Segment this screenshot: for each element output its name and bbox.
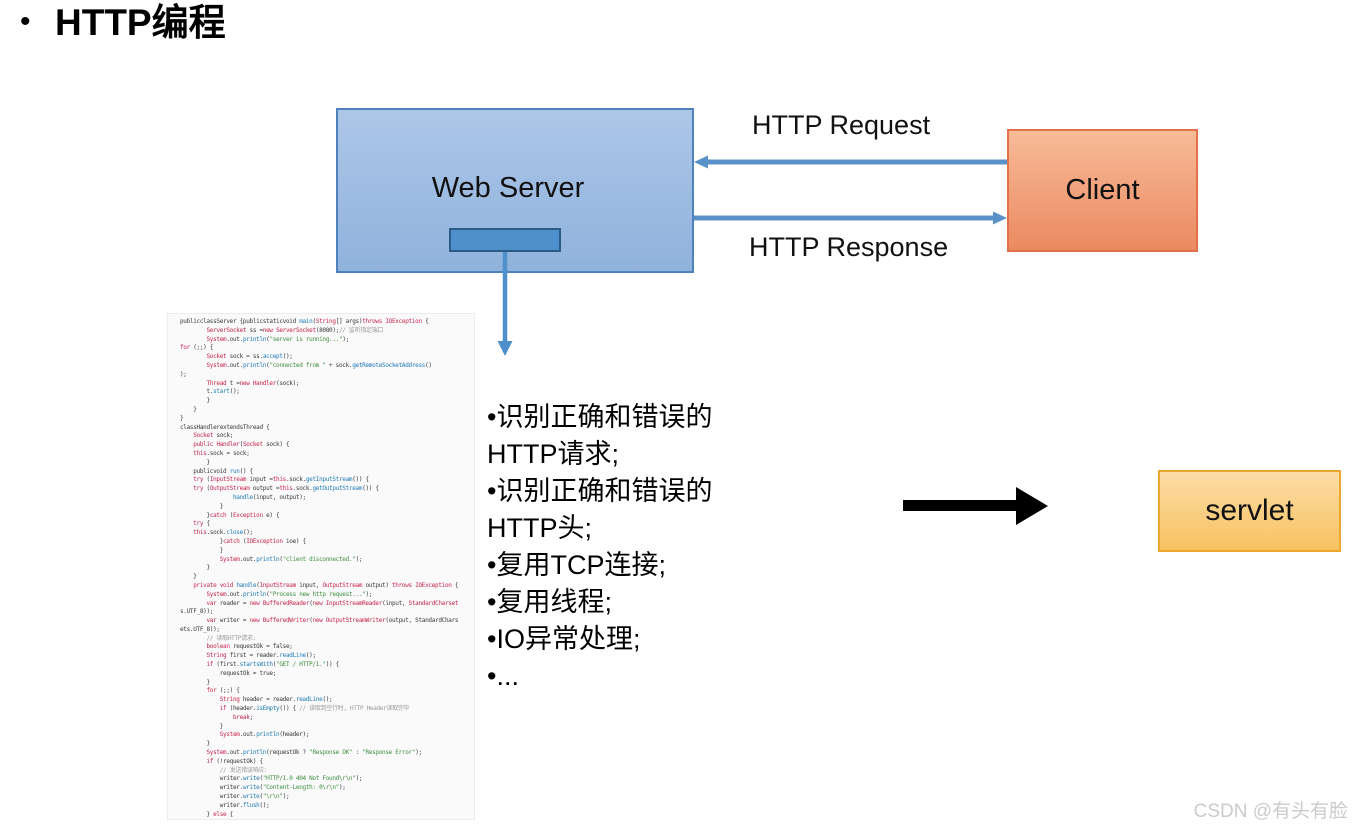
list-item-text: 复用TCP连接;: [496, 550, 666, 580]
code-snippet: publicclassServer {publicstaticvoid main…: [167, 313, 475, 820]
list-item-text: 复用线程;: [496, 587, 612, 617]
requirements-list: •识别正确和错误的HTTP请求; •识别正确和错误的HTTP头; •复用TCP连…: [487, 399, 769, 695]
web-server-label: Web Server: [431, 172, 585, 204]
item-bullet: •: [487, 402, 497, 432]
list-item-text: ...: [496, 661, 519, 691]
servlet-pointer-arrow-icon: [903, 487, 1048, 525]
watermark: CSDN @有头有脸: [1193, 801, 1348, 822]
http-request-label: HTTP Request: [752, 110, 931, 140]
list-item: •...: [487, 658, 769, 695]
item-bullet: •: [487, 550, 497, 580]
item-bullet: •: [487, 661, 497, 691]
list-item: •复用线程;: [487, 584, 769, 621]
client-label: Client: [1065, 174, 1140, 206]
list-item-text: IO异常处理;: [496, 624, 641, 654]
servlet-box: servlet: [1158, 470, 1341, 552]
item-bullet: •: [487, 624, 497, 654]
list-item-text: 识别正确和错误的HTTP请求;: [487, 402, 713, 469]
http-response-arrow-icon: [694, 211, 1007, 225]
down-arrow-icon: [497, 252, 513, 356]
page-title: HTTP编程: [55, 2, 226, 43]
client-box: Client: [1007, 129, 1198, 252]
item-bullet: •: [487, 476, 497, 506]
http-request-arrow-icon: [694, 155, 1007, 169]
http-response-label: HTTP Response: [749, 232, 949, 262]
list-item: •识别正确和错误的HTTP头;: [487, 473, 769, 547]
list-item: •IO异常处理;: [487, 621, 769, 658]
title-bullet: •: [20, 5, 31, 38]
list-item: •复用TCP连接;: [487, 547, 769, 584]
worker-thread-box: [449, 228, 561, 252]
list-item: •识别正确和错误的HTTP请求;: [487, 399, 769, 473]
list-item-text: 识别正确和错误的HTTP头;: [487, 476, 713, 543]
item-bullet: •: [487, 587, 497, 617]
servlet-label: servlet: [1205, 494, 1294, 527]
